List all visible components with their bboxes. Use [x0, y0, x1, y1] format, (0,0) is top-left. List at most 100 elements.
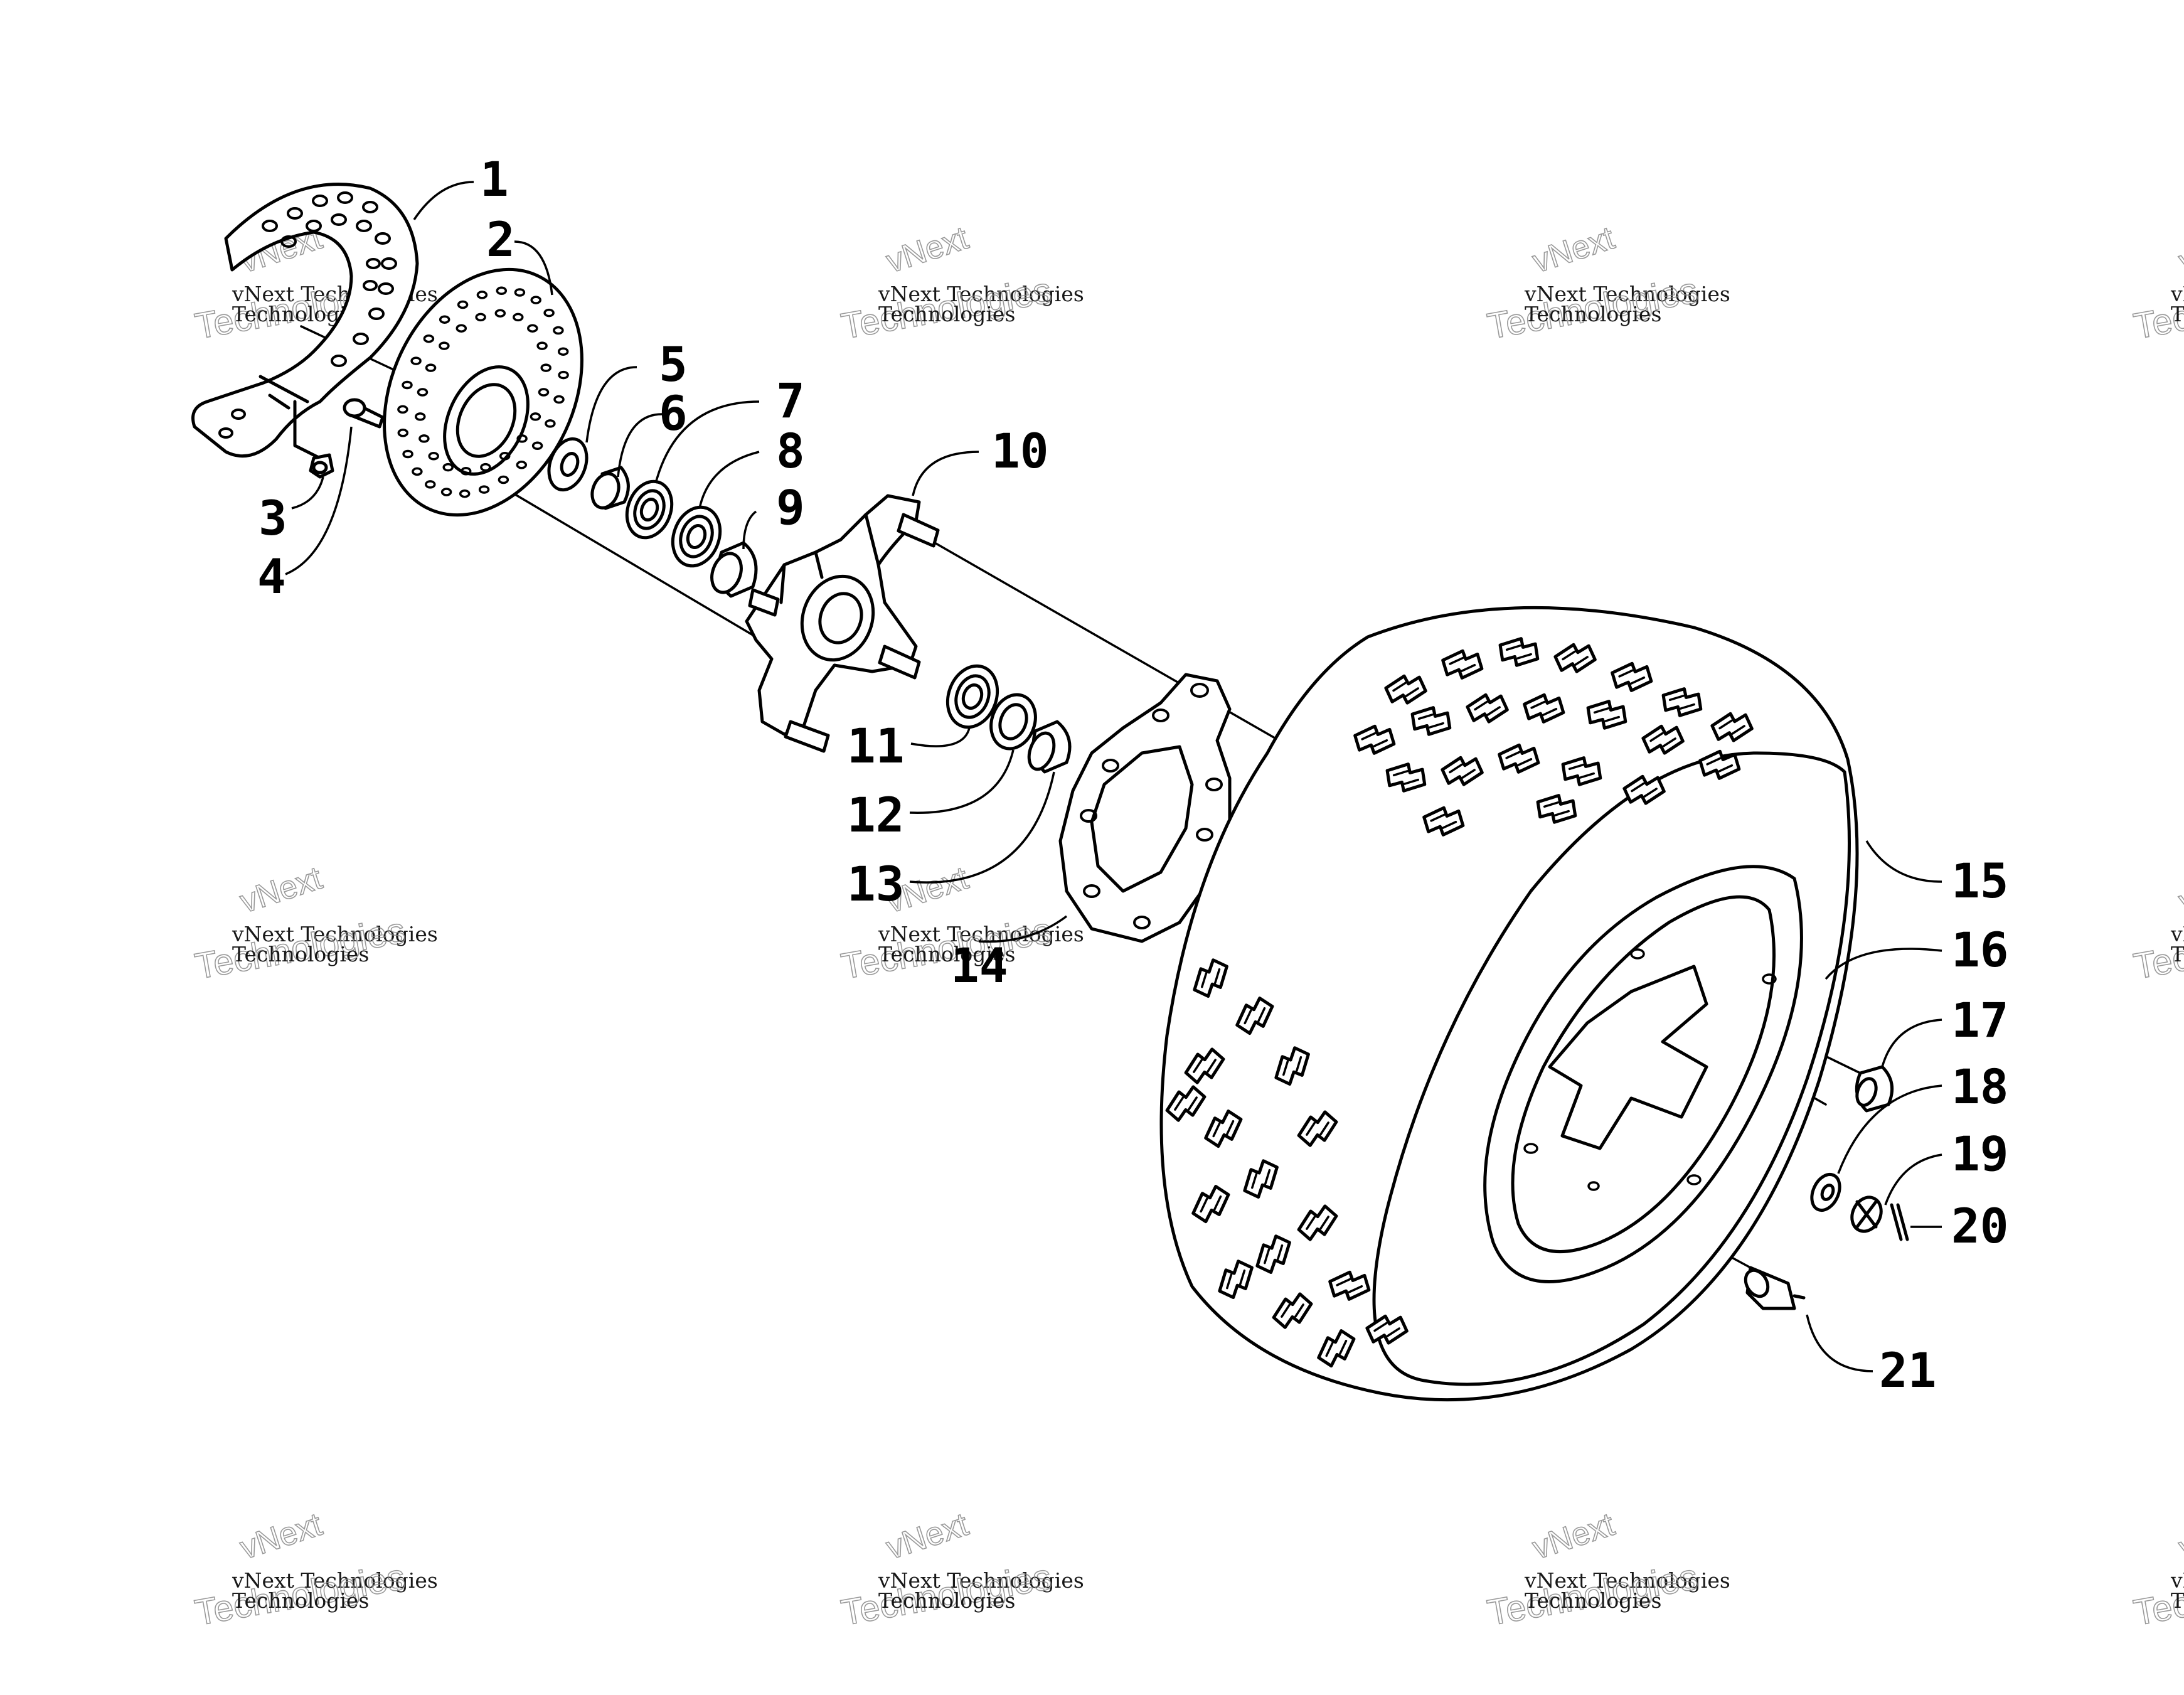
tread-block — [1384, 674, 1427, 705]
tread-groove — [1543, 801, 1570, 816]
tread-groove — [1264, 1244, 1284, 1265]
tread-groove — [1201, 968, 1221, 988]
watermark-text: Technologies — [2171, 1588, 2184, 1613]
vent-hole — [545, 419, 556, 428]
brake-caliper-guard — [191, 183, 419, 460]
tread-groove — [1449, 656, 1476, 672]
tread-groove — [1325, 1339, 1348, 1357]
brake-rotor — [383, 267, 583, 517]
tread-block — [1553, 643, 1597, 673]
watermark-text: vNext Technologies — [1524, 282, 1730, 306]
tread-groove — [1281, 1303, 1304, 1318]
vent-hole — [417, 388, 429, 397]
tread-groove — [1193, 1059, 1217, 1073]
vent-hole — [480, 463, 491, 472]
callout-21: 21 — [1879, 1342, 1937, 1398]
callout-14: 14 — [951, 938, 1008, 993]
valve-stem — [1744, 1266, 1806, 1310]
watermark-text: vNext Technologies — [232, 1568, 438, 1593]
watermark-text: Technologies — [232, 942, 369, 966]
watermark-text: vNext — [236, 1506, 327, 1566]
vent-hole — [494, 309, 506, 318]
vent-hole — [439, 315, 450, 324]
spacer-13 — [1027, 720, 1072, 774]
tread-groove — [1336, 1278, 1363, 1293]
tread-block — [1466, 693, 1509, 724]
tread-block — [1165, 1085, 1207, 1122]
watermark-text: vNext — [2175, 1506, 2184, 1566]
castle-nut — [1850, 1195, 1883, 1233]
vent-hole — [439, 341, 450, 350]
tread-groove — [1244, 1007, 1266, 1025]
tread-groove — [1562, 650, 1589, 666]
vent-hole — [553, 326, 564, 335]
tread-block — [1385, 762, 1427, 793]
caliper-bolt — [309, 453, 334, 479]
callout-11: 11 — [847, 718, 905, 774]
callout-6: 6 — [659, 385, 688, 441]
vent-hole — [475, 313, 486, 322]
tread-block — [1441, 649, 1484, 680]
vent-hole — [457, 300, 469, 309]
watermark-text: vNext — [1528, 1506, 1619, 1566]
tread-block — [1586, 700, 1627, 730]
tread-groove — [1226, 1269, 1246, 1290]
callout-20: 20 — [1951, 1198, 2009, 1254]
vent-hole — [498, 475, 509, 484]
tread-block — [1204, 1110, 1243, 1148]
tread-block — [1498, 743, 1540, 774]
tread-block — [1536, 794, 1577, 824]
tire — [1159, 606, 1859, 1402]
callout-3: 3 — [258, 490, 287, 546]
leader-lines — [285, 181, 1942, 1372]
tread-block — [1317, 1329, 1356, 1368]
tread-block — [1328, 1270, 1371, 1301]
cotter-pin — [1890, 1203, 1909, 1241]
bearing-8 — [671, 505, 722, 568]
wheel-hub — [745, 494, 940, 753]
watermark-text: Technologies — [878, 942, 1015, 966]
tread-block — [1523, 693, 1565, 724]
watermark-text: Technologies — [232, 1588, 369, 1613]
wheel-stud — [748, 513, 940, 753]
watermark-text: Technologies — [2171, 302, 2184, 326]
vent-hole — [412, 467, 423, 476]
vent-hole — [442, 463, 454, 472]
axle-washer — [1810, 1173, 1841, 1212]
watermark-text: vNext Technologies — [878, 1568, 1084, 1593]
tread-block — [1297, 1204, 1338, 1241]
vent-hole — [460, 467, 472, 476]
tread-groove — [1530, 700, 1558, 716]
tread-block — [1353, 724, 1396, 755]
vent-hole — [516, 434, 528, 443]
vent-hole — [397, 405, 408, 414]
vent-hole — [536, 341, 548, 350]
callout-1: 1 — [480, 151, 509, 207]
vent-hole — [440, 488, 452, 496]
tread-groove — [1212, 1120, 1235, 1138]
tread-block — [1710, 712, 1754, 742]
watermark-text: Technologies — [878, 302, 1015, 326]
callout-2: 2 — [486, 211, 515, 267]
callout-13: 13 — [847, 856, 905, 912]
callout-8: 8 — [776, 423, 805, 479]
tread-groove — [1306, 1121, 1329, 1136]
vent-hole — [455, 324, 467, 333]
watermark-text: Technologies — [2171, 942, 2184, 966]
tread-groove — [1373, 1322, 1400, 1337]
watermark-text: Technologies — [878, 1588, 1015, 1613]
callout-labels: 1 2 3 4 5 6 7 8 9 10 11 12 13 14 15 16 1… — [257, 151, 2009, 1398]
tread-groove — [1449, 763, 1476, 779]
seal-7 — [625, 479, 674, 540]
tread-block — [1410, 706, 1452, 736]
tread-block — [1498, 637, 1540, 667]
tread-groove — [1392, 682, 1419, 697]
spacer-9 — [710, 541, 758, 598]
tread-groove — [1618, 669, 1646, 685]
tread-block — [1422, 806, 1465, 837]
